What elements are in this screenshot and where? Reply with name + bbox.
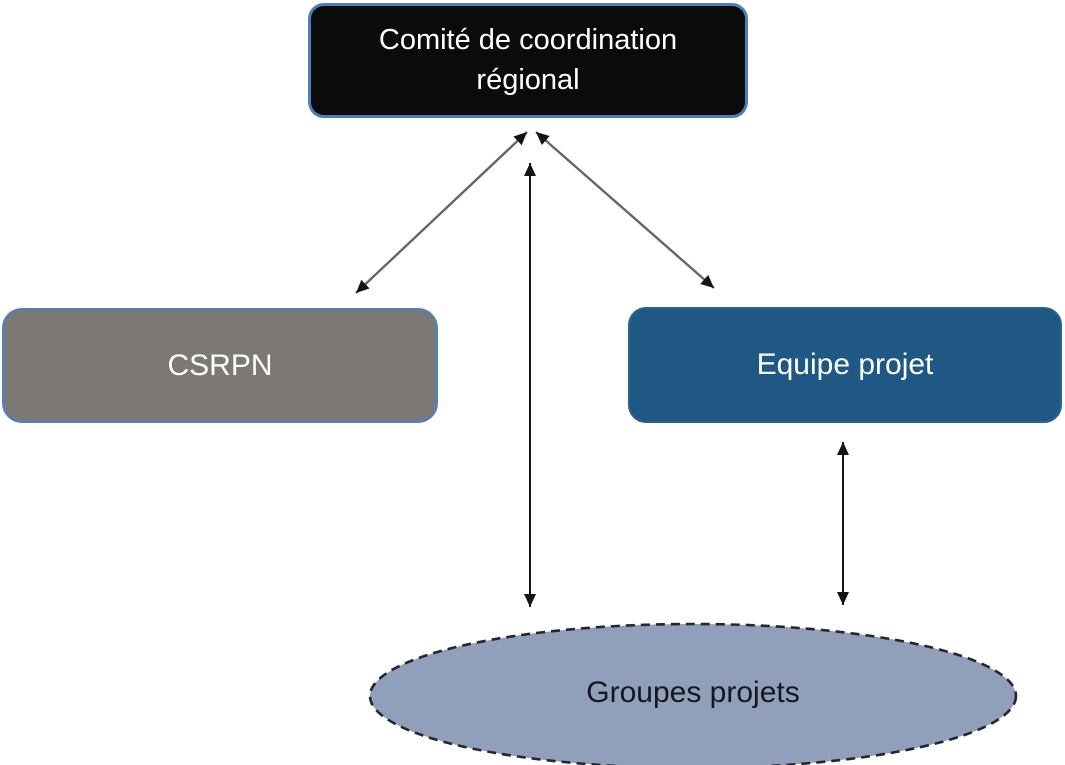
node-equipe-label: Equipe projet — [756, 348, 934, 381]
groupes-ellipse-shape — [368, 622, 1018, 765]
node-comite-coordination-regional: Comité de coordination régional — [308, 3, 748, 118]
node-equipe-projet: Equipe projet — [628, 307, 1062, 423]
node-groupes-projets: Groupes projets — [368, 622, 1018, 765]
node-groupes-label: Groupes projets — [586, 676, 800, 709]
edge-comite-equipe-arrow — [535, 131, 715, 289]
edge-comite-csrpn-arrow — [355, 131, 528, 294]
node-comite-label: Comité de coordination régional — [378, 24, 678, 96]
node-csrpn: CSRPN — [2, 308, 438, 423]
node-csrpn-label: CSRPN — [167, 348, 273, 382]
